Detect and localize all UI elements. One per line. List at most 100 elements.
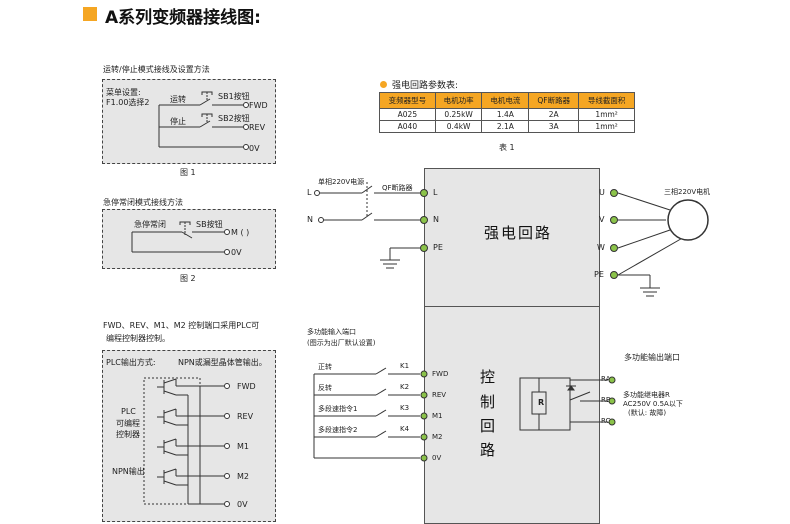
relay-line-1: 多功能继电器R: [623, 391, 670, 399]
table-cell: 3A: [528, 120, 580, 133]
supply-label: 单相220V电源: [318, 178, 365, 186]
control-circuit-block: [424, 306, 600, 524]
fig2-box: [102, 209, 276, 269]
terminal-v-label: V: [599, 215, 605, 224]
table-cell: 1.4A: [481, 108, 530, 121]
table-cell: 0.25kW: [434, 108, 483, 121]
table-cell: A025: [379, 108, 436, 121]
table-cell: 0.4kW: [434, 120, 483, 133]
input-name-4: 多段速指令2: [318, 426, 358, 434]
terminal-u-label: U: [599, 188, 605, 197]
supply-n-label: N: [307, 215, 313, 224]
fig2-sb-label: SB按钮: [196, 220, 223, 229]
terminal-rb-label: RB: [601, 396, 611, 404]
fig1-sb1-label: SB1按钮: [218, 92, 250, 101]
control-char-1: 控: [480, 368, 496, 386]
table-cell: 2.1A: [481, 120, 530, 133]
terminal-0v-label: 0V: [432, 454, 442, 462]
fig1-menu-value: F1.00选择2: [106, 98, 150, 107]
terminal-fwd-label: FWD: [432, 370, 449, 378]
input-name-1: 正转: [318, 363, 332, 371]
plc-transistor-wiring: [143, 377, 230, 507]
terminal-rev-label: REV: [432, 391, 447, 399]
fig2-heading: 急停常闭模式接线方法: [103, 198, 183, 207]
fig2-wiring: [131, 221, 230, 255]
fig2-estop-label: 急停常闭: [134, 220, 166, 229]
page-title: A系列变频器接线图:: [105, 8, 261, 28]
table-header: 电机电流: [481, 92, 530, 109]
terminal-w-label: W: [597, 243, 605, 252]
table-bullet-icon: [380, 81, 387, 88]
table-header-row: 变频器型号 电机功率 电机电流 QF断路器 导线截面积: [379, 92, 635, 109]
power-circuit-block: [424, 168, 600, 308]
plc-terminal-m1: M1: [237, 442, 249, 451]
main-wiring: [313, 182, 709, 462]
plc-label-2: 可编程: [116, 419, 140, 428]
plc-mode-value: NPN或漏型晶体管输出。: [178, 358, 267, 367]
table-cell: A040: [379, 120, 436, 133]
table-header: 变频器型号: [379, 92, 436, 109]
plc-mode-label: PLC输出方式:: [106, 358, 156, 367]
fig1-fwd-terminal: FWD: [249, 101, 268, 110]
table-header: 电机功率: [434, 92, 483, 109]
plc-box: [102, 350, 276, 522]
fig1-run-label: 运转: [170, 95, 186, 104]
plc-label-3: 控制器: [116, 430, 140, 439]
terminal-rc-label: RC: [601, 417, 611, 425]
table-row: A040 0.4kW 2.1A 3A 1mm²: [379, 120, 635, 133]
input-title-1: 多功能输入端口: [307, 328, 356, 336]
plc-terminal-0v: 0V: [237, 500, 248, 509]
table-cell: 1mm²: [578, 120, 635, 133]
qf-label: QF断路器: [382, 184, 413, 192]
input-title-2: (图示为出厂默认设置): [307, 339, 376, 347]
terminal-ra-label: RA: [601, 375, 611, 383]
plc-terminal-m2: M2: [237, 472, 249, 481]
fig2-0v-terminal: 0V: [231, 248, 242, 257]
control-char-4: 路: [480, 441, 496, 459]
control-char-3: 回: [480, 417, 496, 435]
motor-icon: [667, 199, 709, 241]
table-row: A025 0.25kW 1.4A 2A 1mm²: [379, 108, 635, 121]
relay-coil-label: R: [538, 398, 545, 407]
terminal-m1-label: M1: [432, 412, 443, 420]
fig1-heading: 运转/停止模式接线及设置方法: [103, 65, 210, 74]
relay-line-3: (默认: 故障): [628, 409, 667, 417]
terminal-pe-label: PE: [433, 243, 443, 252]
fig1-caption: 图 1: [180, 168, 196, 177]
fig1-menu-setting: 菜单设置:: [106, 88, 141, 97]
table-caption: 表 1: [499, 143, 515, 152]
plc-terminal-fwd: FWD: [237, 382, 256, 391]
fig1-wiring: [158, 91, 249, 150]
terminal-pe-out-label: PE: [594, 270, 604, 279]
input-name-3: 多段速指令1: [318, 405, 358, 413]
output-title: 多功能输出端口: [624, 353, 680, 362]
table-cell: 1mm²: [578, 108, 635, 121]
input-k1: K1: [400, 362, 410, 370]
param-table: 变频器型号 电机功率 电机电流 QF断路器 导线截面积 A025 0.25kW …: [379, 92, 635, 133]
input-k4: K4: [400, 425, 410, 433]
fig1-stop-label: 停止: [170, 117, 186, 126]
plc-note-line2: 编程控制器控制。: [106, 334, 170, 343]
fig2-caption: 图 2: [180, 274, 196, 283]
supply-l-label: L: [307, 188, 312, 197]
table-heading: 强电回路参数表:: [392, 81, 459, 91]
plc-terminal-rev: REV: [237, 412, 254, 421]
fig2-m-terminal: M ( ): [231, 228, 250, 237]
fig1-box: [102, 79, 276, 164]
table-cell: 2A: [528, 108, 580, 121]
title-marker: [83, 7, 97, 21]
motor-label: 三相220V电机: [664, 188, 711, 196]
fig1-rev-terminal: REV: [249, 123, 266, 132]
power-circuit-label: 强电回路: [484, 224, 553, 242]
input-k2: K2: [400, 383, 410, 391]
fig1-sb2-label: SB2按钮: [218, 114, 250, 123]
control-char-2: 制: [480, 393, 496, 411]
terminal-n-label: N: [433, 215, 439, 224]
plc-label-1: PLC: [121, 407, 136, 416]
plc-note-line1: FWD、REV、M1、M2 控制端口采用PLC可: [103, 321, 260, 330]
terminal-m2-label: M2: [432, 433, 443, 441]
input-name-2: 反转: [318, 384, 332, 392]
table-header: 导线截面积: [578, 92, 635, 109]
terminal-l-label: L: [433, 188, 438, 197]
input-k3: K3: [400, 404, 410, 412]
